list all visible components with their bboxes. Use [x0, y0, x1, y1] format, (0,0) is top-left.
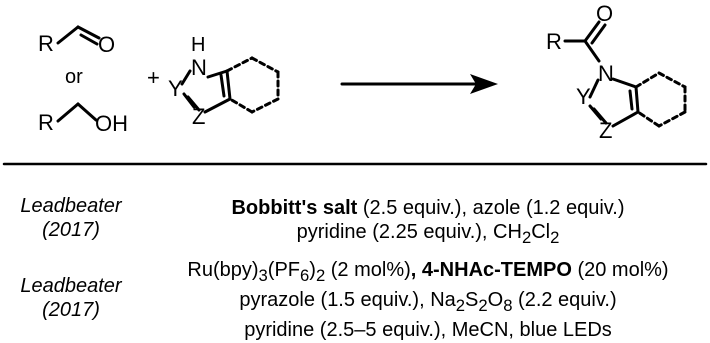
entry-2-line-1-pre: Ru(bpy) [187, 259, 259, 281]
entry-2-line-2-sub-1: 2 [455, 296, 466, 315]
plus-sign: + [147, 65, 160, 90]
azole-y-label: Y [168, 76, 183, 101]
product-z-label: Z [599, 118, 612, 143]
azole-structure [180, 56, 280, 114]
entry-2-sub-2: 6 [300, 266, 310, 285]
entry-1-year: (2017) [42, 219, 100, 241]
entry-2-author: Leadbeater (2017) [0, 274, 142, 322]
conditions-entry-1: Leadbeater (2017) Bobbitt's salt (2.5 eq… [0, 186, 710, 247]
aldehyde-o-label: O [98, 32, 115, 57]
azole-h-label: H [191, 34, 205, 56]
entry-2-line-3: pyridine (2.5–5 equiv.), MeCN, blue LEDs [244, 319, 612, 341]
entry-2-year: (2017) [42, 299, 100, 321]
entry-2-sub-3: 2 [315, 266, 326, 285]
alcohol-r-label: R [38, 110, 54, 135]
product-r-label: R [546, 29, 562, 54]
product-o-label: O [596, 1, 613, 26]
conditions-entry-2: Leadbeater (2017) Ru(bpy)3(PF6)2 (2 mol%… [0, 258, 710, 342]
product-n-label: N [598, 61, 614, 86]
entry-1-line-1-rest: (2.5 equiv.), azole (1.2 equiv.) [357, 197, 625, 219]
entry-1-reagent: Bobbitt's salt [231, 197, 358, 219]
entry-2-line-1: Ru(bpy)3(PF6)2 (2 mol%), 4-NHAc-TEMPO (2… [148, 258, 708, 288]
entry-1-line-2: pyridine (2.25 equiv.), CH2Cl2 [148, 220, 708, 250]
entry-2-line-2-rest: (2.2 equiv.) [512, 289, 617, 311]
entry-1-author-name: Leadbeater [20, 195, 122, 217]
aldehyde-structure [56, 25, 101, 46]
entry-2-author-name: Leadbeater [20, 275, 122, 297]
entry-2-line-2-mid2: O [487, 289, 504, 311]
aldehyde-r-label: R [38, 31, 54, 56]
azole-z-label: Z [192, 104, 205, 129]
entry-1-line-2-text: pyridine (2.25 equiv.), CH [296, 221, 522, 243]
entry-2-line-1-mid2: ) [309, 259, 316, 281]
entry-2-line-1-mid: (PF [267, 259, 300, 281]
entry-1-line-2-mid: Cl [531, 221, 551, 243]
entry-2-line-2-sub-3: 8 [503, 296, 513, 315]
entry-2-line-2-text: pyrazole (1.5 equiv.), Na [239, 289, 456, 311]
entry-1-line-1: Bobbitt's salt (2.5 equiv.), azole (1.2 … [148, 196, 708, 220]
entry-1-author: Leadbeater (2017) [0, 194, 142, 242]
entry-1-sub-2: 2 [550, 228, 560, 247]
entry-1-sub-1: 2 [521, 228, 532, 247]
entry-2-line-2: pyrazole (1.5 equiv.), Na2S2O8 (2.2 equi… [148, 288, 708, 318]
product-y-label: Y [576, 84, 591, 109]
alcohol-structure [56, 102, 98, 123]
product-structure [563, 20, 687, 128]
arrowhead-icon [470, 74, 498, 94]
azole-n-label: N [191, 55, 207, 80]
or-label: or [65, 66, 83, 88]
reaction-scheme: R O or R OH + H N Y Z R O N Y Z [2, 1, 708, 166]
alcohol-oh-label: OH [95, 111, 128, 136]
entry-2-line-2-sub-2: 2 [478, 296, 488, 315]
entry-2-reagent: , 4-NHAc-TEMPO [410, 259, 572, 281]
entry-2-sub-1: 3 [258, 266, 268, 285]
entry-2-conditions: Ru(bpy)3(PF6)2 (2 mol%), 4-NHAc-TEMPO (2… [148, 258, 708, 342]
entry-2-line-1-rest: (20 mol%) [571, 259, 669, 281]
entry-1-conditions: Bobbitt's salt (2.5 equiv.), azole (1.2 … [148, 196, 708, 250]
entry-2-line-1-mid3: (2 mol%) [325, 259, 411, 281]
entry-2-line-2-mid: S [465, 289, 479, 311]
